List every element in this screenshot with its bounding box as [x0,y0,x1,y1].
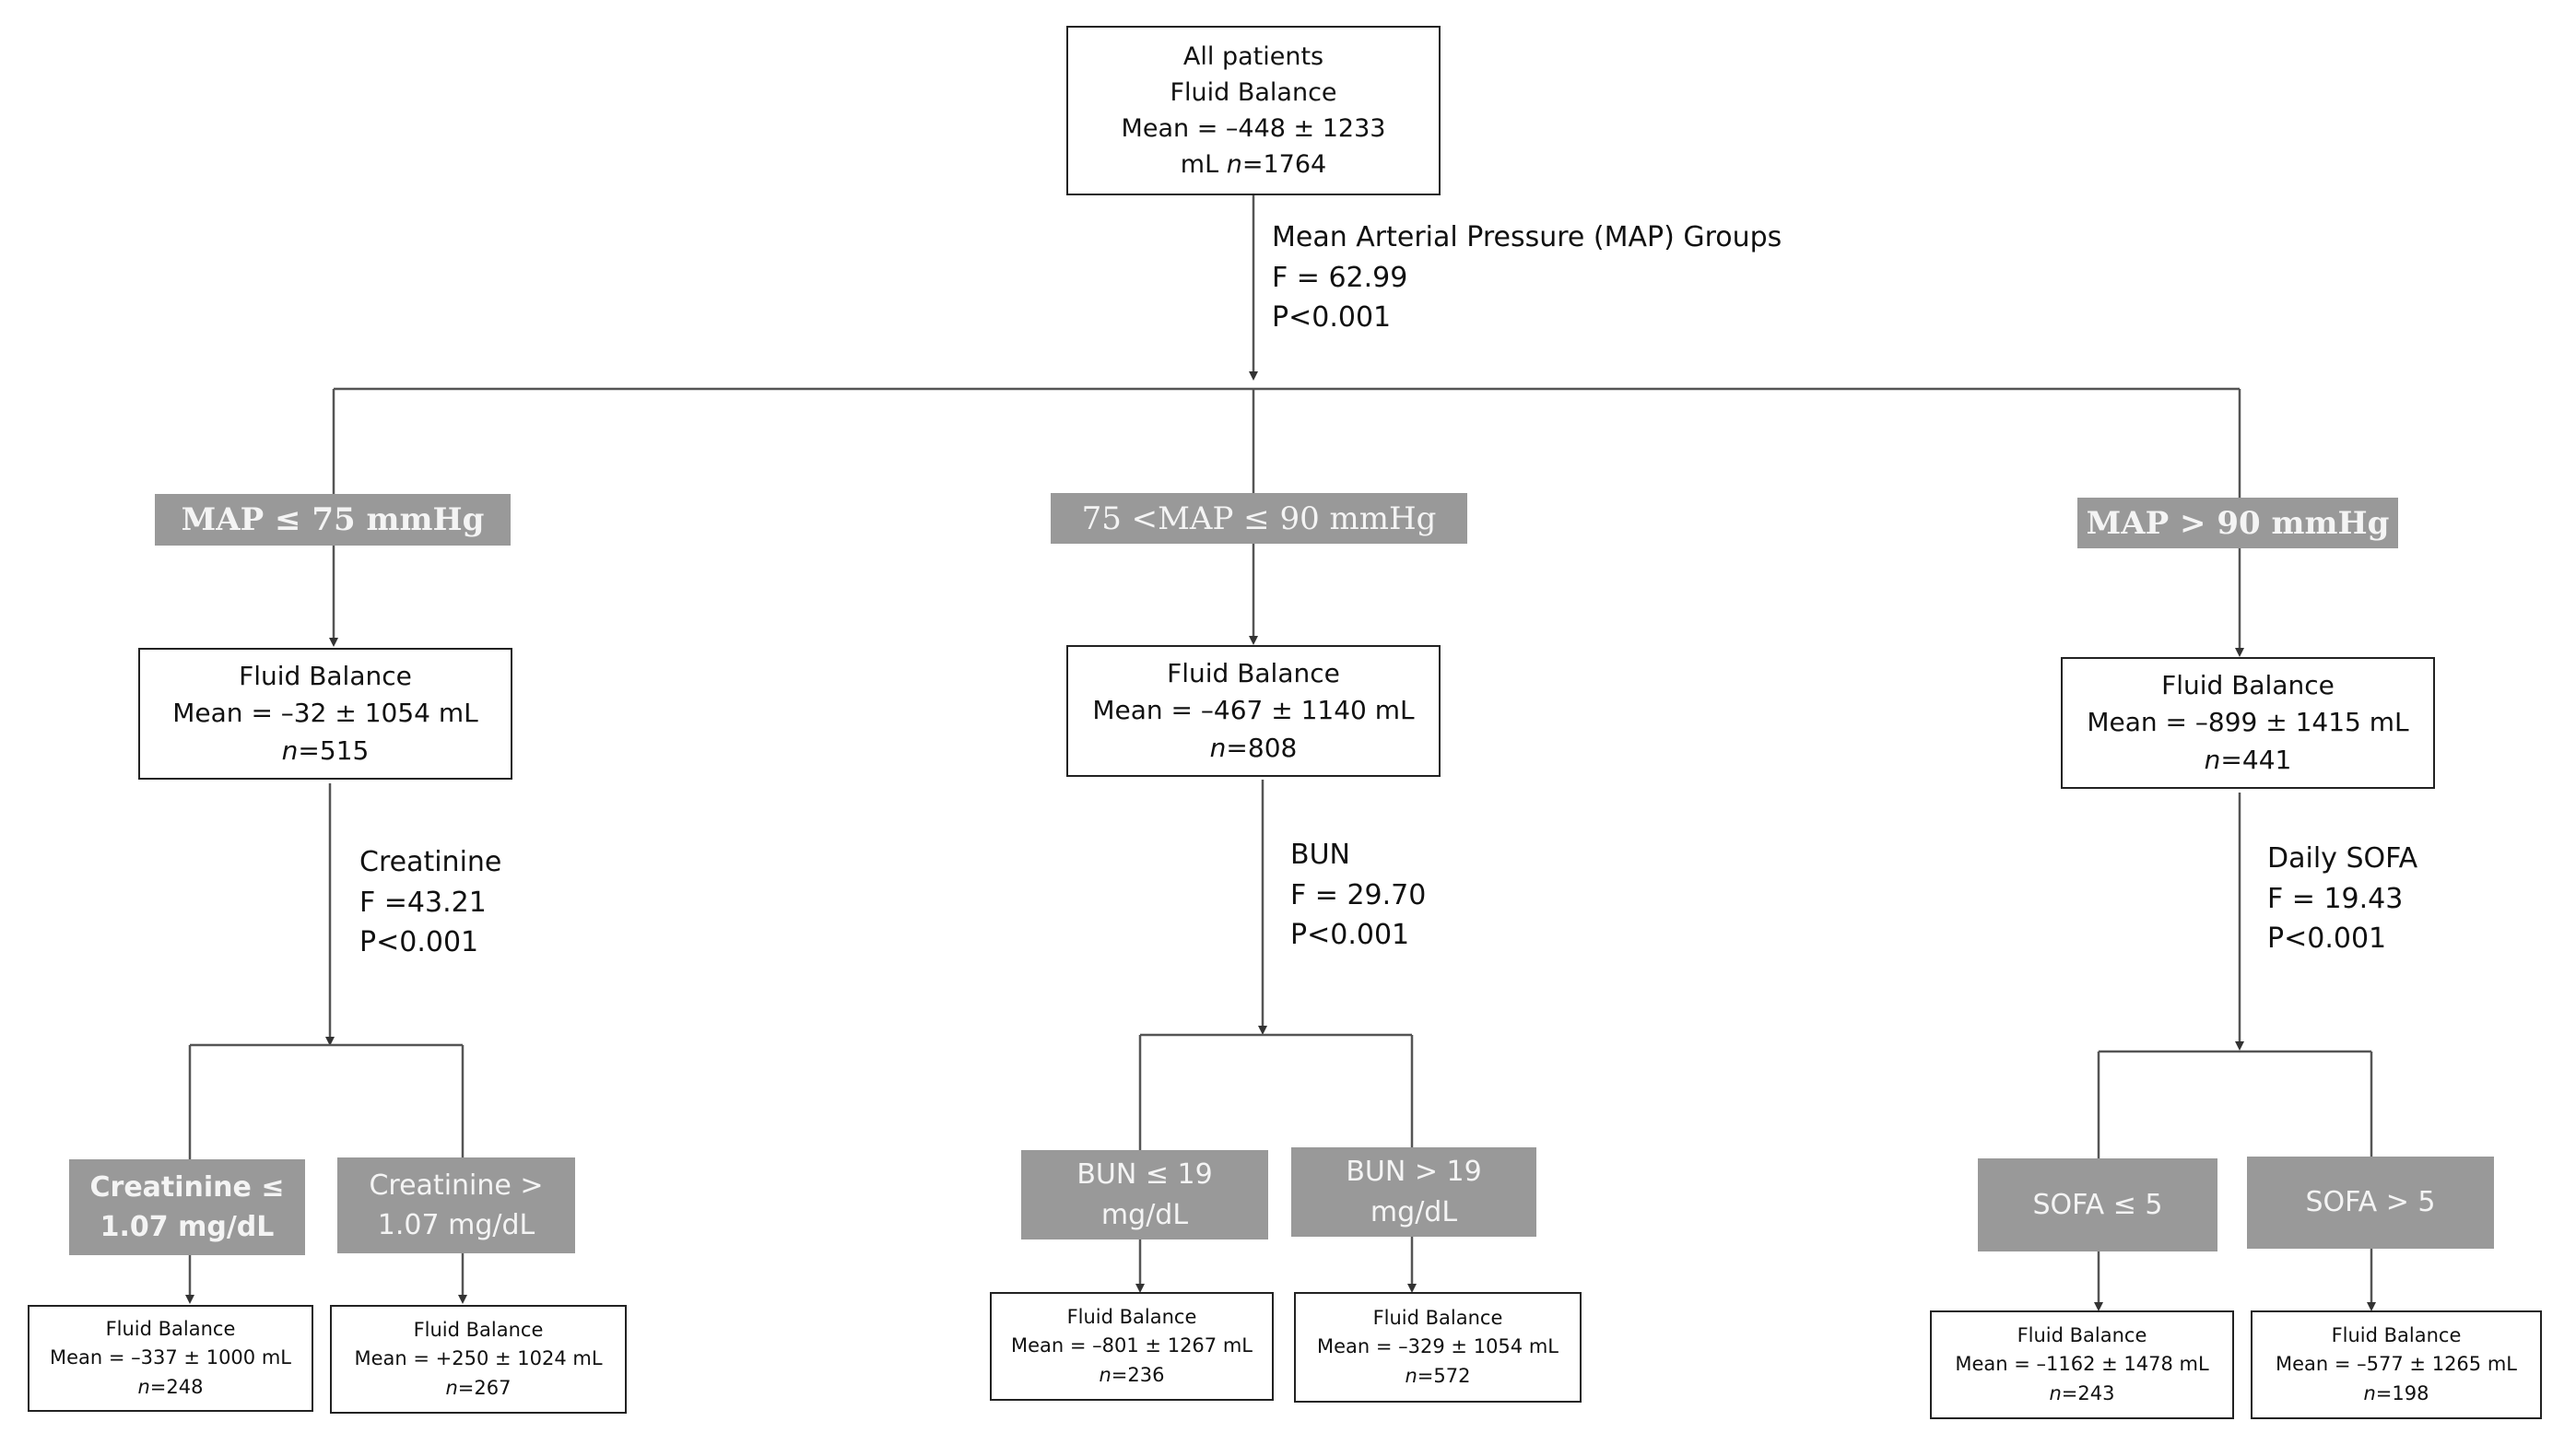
mid-mid-title: Fluid Balance [1167,657,1340,688]
subgroup-creatinine-high: Creatinine > 1.07 mg/dL [337,1157,575,1253]
leaf-bun-high-n-line: n=572 [1405,1364,1471,1387]
subgroup-creatinine-low-line-1: Creatinine ≤ [89,1170,285,1204]
leaf-creatinine-high-title: Fluid Balance [413,1318,544,1341]
root-unit: mL [1180,150,1219,180]
leaf-bun-high-mean: Mean = –329 ± 1054 mL [1317,1335,1559,1358]
root-node: All patients Fluid Balance Mean = –448 ±… [1066,26,1441,195]
mid-node-mid: Fluid Balance Mean = –467 ± 1140 mL n=80… [1066,645,1441,777]
leaf-creatinine-low: Fluid Balance Mean = –337 ± 1000 mL n=24… [28,1305,313,1412]
mid-mid-n: 808 [1247,732,1298,763]
mid-low-n-line: n=515 [281,734,370,766]
sofa-split-label: Daily SOFA [2267,842,2418,875]
root-n: 1764 [1263,150,1327,180]
subgroup-sofa-low: SOFA ≤ 5 [1978,1158,2217,1251]
subgroup-bun-high: BUN > 19 mg/dL [1291,1147,1536,1237]
root-line-3: Mean = –448 ± 1233 [1121,114,1386,143]
subgroup-creatinine-high-line-2: 1.07 mg/dL [377,1209,535,1241]
subgroup-creatinine-low-line-2: 1.07 mg/dL [100,1211,275,1243]
leaf-bun-high-n: 572 [1433,1364,1471,1387]
mid-high-n: 441 [2241,744,2292,775]
n-prefix: n [1226,150,1242,180]
map-split-f: F = 62.99 [1272,261,1408,294]
leaf-bun-high: Fluid Balance Mean = –329 ± 1054 mL n=57… [1294,1292,1582,1403]
leaf-sofa-low: Fluid Balance Mean = –1162 ± 1478 mL n=2… [1930,1310,2234,1419]
leaf-bun-low-title: Fluid Balance [1066,1305,1197,1328]
bun-split-stats: BUN F = 29.70 P<0.001 [1290,835,1426,956]
n-prefix: n [445,1376,458,1399]
sofa-split-stats: Daily SOFA F = 19.43 P<0.001 [2267,839,2417,959]
leaf-creatinine-low-n-line: n=248 [137,1375,204,1398]
n-prefix: n [2204,744,2221,775]
creatinine-split-label: Creatinine [359,846,502,878]
leaf-sofa-high-n: 198 [2392,1381,2429,1404]
mid-low-title: Fluid Balance [239,660,412,691]
n-prefix: n [281,734,299,766]
leaf-sofa-high-title: Fluid Balance [2331,1323,2462,1346]
bun-split-f: F = 29.70 [1290,878,1427,911]
leaf-sofa-high-mean: Mean = –577 ± 1265 mL [2276,1353,2517,1376]
leaf-sofa-high-n-line: n=198 [2363,1381,2429,1404]
root-line-2: Fluid Balance [1170,77,1337,107]
n-prefix: n [2049,1381,2062,1404]
sofa-split-p: P<0.001 [2267,922,2387,955]
n-prefix: n [1099,1363,1112,1386]
creatinine-split-p: P<0.001 [359,926,479,958]
group-map-high: MAP > 90 mmHg [2077,498,2398,548]
n-prefix: n [2363,1381,2376,1404]
group-map-mid: 75 <MAP ≤ 90 mmHg [1051,493,1467,544]
leaf-creatinine-low-title: Fluid Balance [105,1317,236,1340]
leaf-bun-low-n-line: n=236 [1099,1363,1165,1386]
mid-node-high: Fluid Balance Mean = –899 ± 1415 mL n=44… [2061,657,2435,789]
leaf-creatinine-high-n-line: n=267 [445,1376,512,1399]
map-split-label: Mean Arterial Pressure (MAP) Groups [1272,221,1782,253]
subgroup-bun-low-line-1: BUN ≤ 19 [1076,1158,1213,1191]
leaf-bun-low: Fluid Balance Mean = –801 ± 1267 mL n=23… [990,1292,1274,1401]
subgroup-bun-high-line-1: BUN > 19 [1346,1156,1482,1188]
leaf-sofa-high: Fluid Balance Mean = –577 ± 1265 mL n=19… [2251,1310,2542,1419]
mid-high-title: Fluid Balance [2161,669,2335,700]
leaf-sofa-low-mean: Mean = –1162 ± 1478 mL [1955,1353,2209,1376]
n-prefix: n [1209,732,1227,763]
leaf-sofa-low-n-line: n=243 [2049,1381,2115,1404]
leaf-creatinine-high: Fluid Balance Mean = +250 ± 1024 mL n=26… [330,1305,627,1414]
leaf-creatinine-low-n: 248 [166,1375,204,1398]
leaf-creatinine-low-mean: Mean = –337 ± 1000 mL [50,1346,291,1369]
leaf-bun-low-mean: Mean = –801 ± 1267 mL [1011,1334,1253,1357]
subgroup-bun-high-line-2: mg/dL [1370,1195,1458,1228]
leaf-sofa-low-title: Fluid Balance [2017,1323,2147,1346]
mid-high-n-line: n=441 [2204,744,2292,775]
map-split-stats: Mean Arterial Pressure (MAP) Groups F = … [1272,217,1782,338]
creatinine-split-f: F =43.21 [359,886,487,919]
n-prefix: n [137,1375,150,1398]
leaf-creatinine-high-n: 267 [474,1376,512,1399]
mid-node-low: Fluid Balance Mean = –32 ± 1054 mL n=515 [138,648,512,780]
root-line-1: All patients [1182,41,1324,71]
mid-mid-n-line: n=808 [1209,732,1298,763]
subgroup-sofa-high: SOFA > 5 [2247,1157,2494,1249]
creatinine-split-stats: Creatinine F =43.21 P<0.001 [359,842,501,963]
subgroup-bun-low: BUN ≤ 19 mg/dL [1021,1150,1268,1239]
map-split-p: P<0.001 [1272,301,1392,334]
subgroup-creatinine-high-line-1: Creatinine > [369,1169,544,1202]
bun-split-p: P<0.001 [1290,919,1410,951]
mid-mid-mean: Mean = –467 ± 1140 mL [1092,695,1415,726]
subgroup-creatinine-low: Creatinine ≤ 1.07 mg/dL [69,1159,305,1255]
mid-high-mean: Mean = –899 ± 1415 mL [2087,707,2409,738]
mid-low-n: 515 [319,734,370,766]
root-line-4: mL n=1764 [1180,150,1327,180]
leaf-bun-high-title: Fluid Balance [1372,1306,1503,1329]
leaf-bun-low-n: 236 [1127,1363,1165,1386]
leaf-creatinine-high-mean: Mean = +250 ± 1024 mL [354,1347,603,1370]
group-map-low: MAP ≤ 75 mmHg [155,494,511,546]
leaf-sofa-low-n: 243 [2077,1381,2115,1404]
mid-low-mean: Mean = –32 ± 1054 mL [172,698,478,729]
subgroup-bun-low-line-2: mg/dL [1100,1198,1189,1231]
n-prefix: n [1405,1364,1417,1387]
bun-split-label: BUN [1290,839,1350,871]
sofa-split-f: F = 19.43 [2267,882,2404,915]
